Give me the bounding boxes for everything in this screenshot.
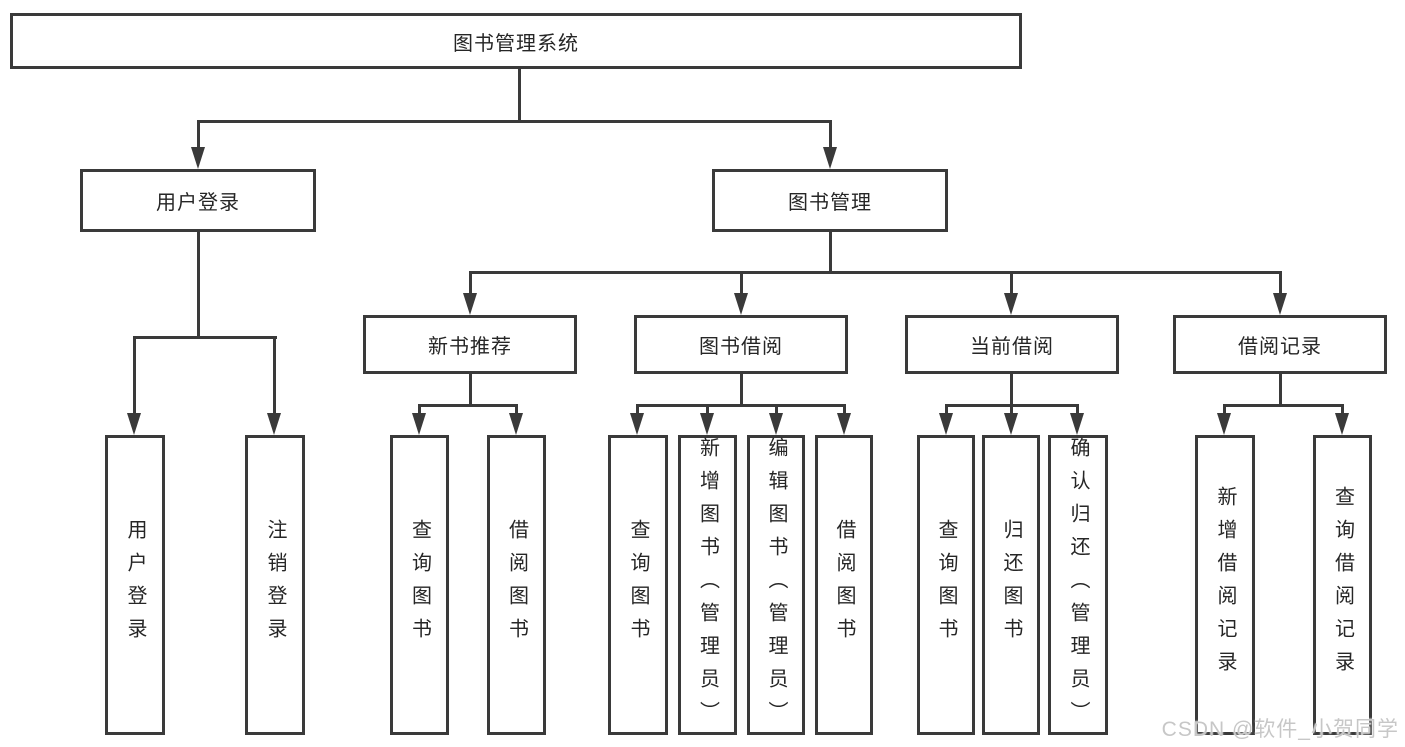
connector-line — [197, 120, 832, 123]
leaf-current-confirm: 确认归还（管理员） — [1048, 435, 1108, 735]
leaf-user-login-label: 用户登录 — [124, 519, 146, 651]
node-new-books: 新书推荐 — [363, 315, 577, 374]
leaf-user-login: 用户登录 — [105, 435, 165, 735]
node-book-management-label: 图书管理 — [788, 192, 872, 214]
leaf-records-query: 查询借阅记录 — [1313, 435, 1372, 735]
connector-line — [469, 271, 472, 296]
node-book-borrow: 图书借阅 — [634, 315, 848, 374]
connector-line — [1010, 404, 1013, 416]
node-root-label: 图书管理系统 — [453, 32, 579, 55]
connector-line — [197, 232, 200, 339]
connector-line — [469, 374, 472, 407]
leaf-borrow-query-label: 查询图书 — [627, 519, 649, 651]
connector-line — [740, 374, 743, 407]
arrowhead-down-icon — [1004, 413, 1018, 435]
connector-line — [843, 404, 846, 416]
arrowhead-down-icon — [837, 413, 851, 435]
leaf-current-confirm-label: 确认归还（管理员） — [1067, 436, 1089, 734]
node-borrow-records-label: 借阅记录 — [1238, 336, 1322, 358]
node-book-management: 图书管理 — [712, 169, 948, 232]
leaf-records-add-label: 新增借阅记录 — [1214, 486, 1236, 684]
node-current-borrow-label: 当前借阅 — [970, 336, 1054, 358]
arrowhead-down-icon — [267, 413, 281, 435]
connector-line — [829, 232, 832, 274]
connector-line — [636, 404, 639, 416]
connector-line — [1223, 404, 1343, 407]
connector-line — [418, 404, 518, 407]
node-new-books-label: 新书推荐 — [428, 336, 512, 358]
connector-line — [273, 336, 276, 416]
connector-line — [1279, 374, 1282, 407]
node-current-borrow: 当前借阅 — [905, 315, 1119, 374]
arrowhead-down-icon — [700, 413, 714, 435]
leaf-newbooks-borrow: 借阅图书 — [487, 435, 546, 735]
leaf-borrow-query: 查询图书 — [608, 435, 668, 735]
leaf-current-return-label: 归还图书 — [1000, 519, 1022, 651]
connector-line — [1010, 271, 1013, 296]
connector-line — [418, 404, 421, 416]
node-borrow-records: 借阅记录 — [1173, 315, 1387, 374]
leaf-borrow-add: 新增图书（管理员） — [678, 435, 737, 735]
connector-line — [829, 120, 832, 150]
node-root: 图书管理系统 — [10, 13, 1022, 69]
connector-line — [469, 271, 1282, 274]
connector-line — [518, 69, 521, 122]
connector-line — [1341, 404, 1344, 416]
connector-line — [1279, 271, 1282, 296]
connector-line — [133, 336, 136, 416]
arrowhead-down-icon — [939, 413, 953, 435]
leaf-current-query: 查询图书 — [917, 435, 975, 735]
connector-line — [775, 404, 778, 416]
leaf-borrow-borrow-label: 借阅图书 — [833, 519, 855, 651]
leaf-logout-label: 注销登录 — [264, 519, 286, 651]
leaf-borrow-edit-label: 编辑图书（管理员） — [765, 436, 787, 734]
arrowhead-down-icon — [734, 293, 748, 315]
leaf-newbooks-query: 查询图书 — [390, 435, 449, 735]
arrowhead-down-icon — [1004, 293, 1018, 315]
arrowhead-down-icon — [769, 413, 783, 435]
connector-line — [1010, 374, 1013, 407]
node-book-borrow-label: 图书借阅 — [699, 336, 783, 358]
arrowhead-down-icon — [191, 147, 205, 169]
leaf-newbooks-query-label: 查询图书 — [408, 519, 431, 651]
connector-line — [133, 336, 277, 339]
connector-line — [1223, 404, 1226, 416]
leaf-borrow-add-label: 新增图书（管理员） — [696, 436, 719, 734]
leaf-newbooks-borrow-label: 借阅图书 — [505, 519, 528, 651]
node-user-login-label: 用户登录 — [156, 192, 240, 214]
arrowhead-down-icon — [823, 147, 837, 169]
arrowhead-down-icon — [1217, 413, 1231, 435]
arrowhead-down-icon — [630, 413, 644, 435]
arrowhead-down-icon — [1273, 293, 1287, 315]
connector-line — [706, 404, 709, 416]
csdn-watermark: CSDN @软件_小贺同学 — [1161, 718, 1399, 741]
connector-line — [197, 120, 200, 150]
leaf-current-query-label: 查询图书 — [935, 519, 957, 651]
arrowhead-down-icon — [463, 293, 477, 315]
arrowhead-down-icon — [1070, 413, 1084, 435]
leaf-borrow-edit: 编辑图书（管理员） — [747, 435, 805, 735]
leaf-records-query-label: 查询借阅记录 — [1331, 486, 1354, 684]
node-user-login: 用户登录 — [80, 169, 316, 232]
connector-line — [945, 404, 948, 416]
arrowhead-down-icon — [412, 413, 426, 435]
arrowhead-down-icon — [1335, 413, 1349, 435]
leaf-borrow-borrow: 借阅图书 — [815, 435, 873, 735]
connector-line — [515, 404, 518, 416]
arrowhead-down-icon — [127, 413, 141, 435]
arrowhead-down-icon — [509, 413, 523, 435]
connector-line — [740, 271, 743, 296]
leaf-current-return: 归还图书 — [982, 435, 1040, 735]
leaf-logout: 注销登录 — [245, 435, 305, 735]
connector-line — [1076, 404, 1079, 416]
connector-line — [636, 404, 846, 407]
leaf-records-add: 新增借阅记录 — [1195, 435, 1255, 735]
